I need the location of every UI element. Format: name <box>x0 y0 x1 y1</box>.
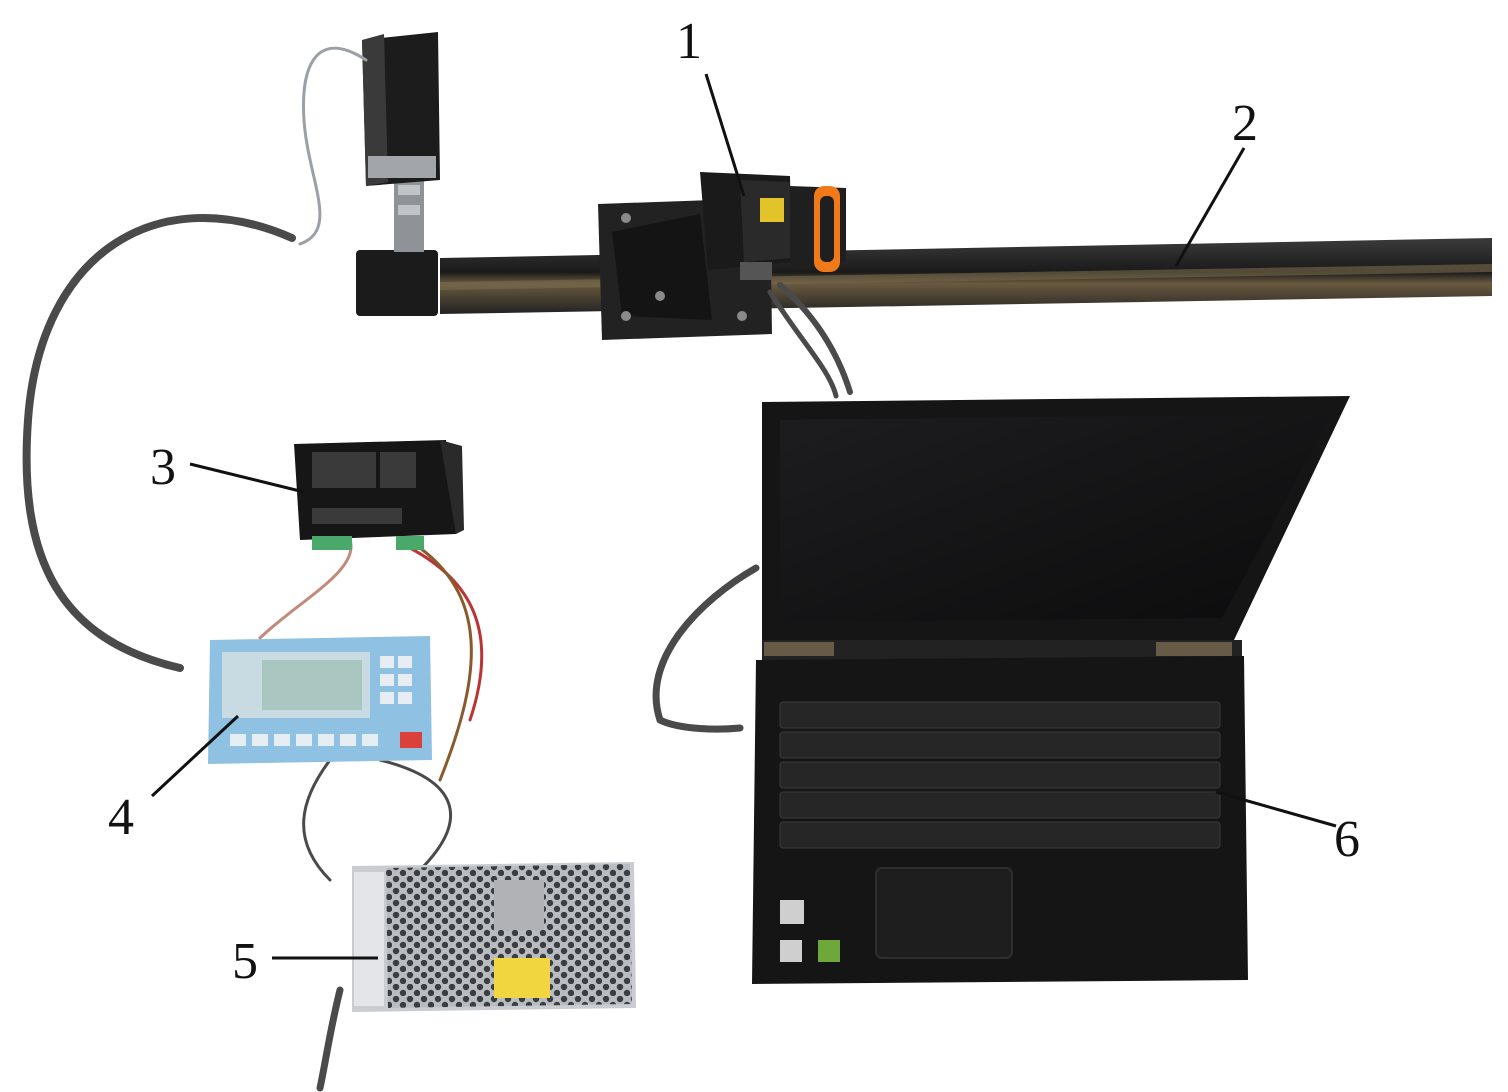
callout-label-1: 1 <box>676 13 702 70</box>
leader-lines <box>150 73 1337 960</box>
laser-sensor-carriage <box>598 172 846 340</box>
cables <box>22 46 853 1092</box>
power-supply <box>352 862 636 1012</box>
callout-label-4: 4 <box>108 789 134 846</box>
callout-label-2: 2 <box>1232 95 1258 152</box>
motion-controller <box>208 636 432 764</box>
stepper-driver <box>294 440 464 550</box>
callout-label-6: 6 <box>1334 811 1360 868</box>
callout-label-3: 3 <box>150 439 176 496</box>
callout-label-5: 5 <box>232 933 258 990</box>
laptop <box>752 396 1350 984</box>
stepper-motor <box>356 32 440 316</box>
linear-rail <box>440 238 1492 314</box>
